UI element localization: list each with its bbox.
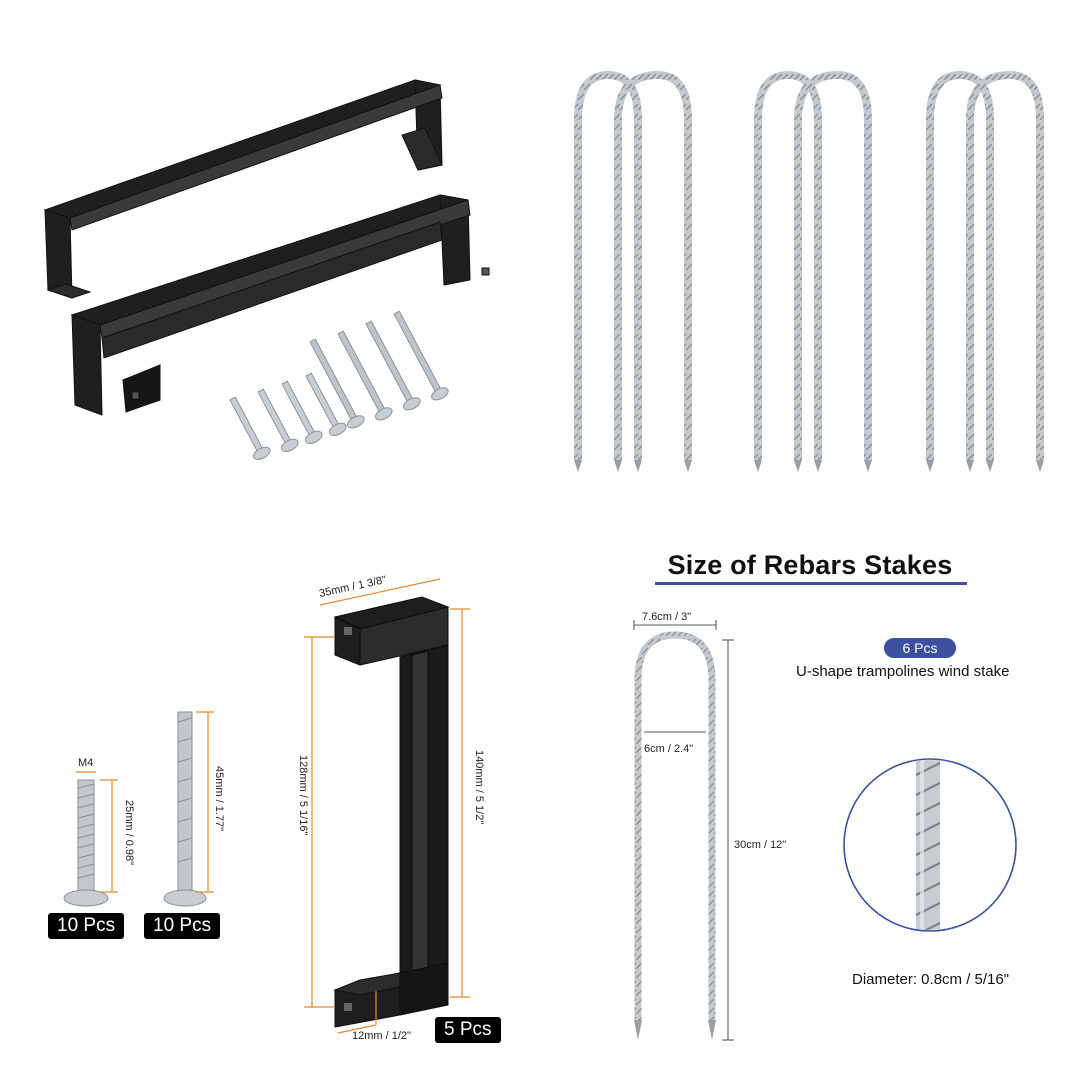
product-photo-stakes: [560, 60, 1060, 480]
rebar-closeup: [840, 755, 1020, 935]
rebar-stake-image: [574, 70, 1044, 472]
product-photo-handles: [20, 40, 520, 480]
rebar-closeup-image: [843, 758, 1017, 932]
handle-dimension-diagram: 35mm / 1 3/8" 128mm / 5 1/16" 140mm / 5 …: [280, 575, 510, 1045]
stake-section-title: Size of Rebars Stakes: [667, 550, 953, 580]
handle-width-dim: 12mm / 1/2": [352, 1030, 411, 1042]
long-screws-qty-badge: 10 Pcs: [144, 913, 221, 939]
stake-diameter: Diameter: 0.8cm / 5/16": [852, 971, 1010, 988]
short-screw-length: 25mm / 0.98": [123, 800, 135, 865]
stake-description: U-shape trampolines wind stake: [796, 663, 1010, 680]
cabinet-handle-image: 35mm / 1 3/8" 128mm / 5 1/16" 140mm / 5 …: [297, 575, 485, 1042]
handle-length-dim: 140mm / 5 1/2": [473, 750, 485, 824]
rebar-stake-image: 7.6cm / 3" 6cm / 2.4" 30cm / 12": [633, 611, 786, 1041]
m4-label: M4: [78, 757, 93, 769]
cabinet-handle-image: [43, 79, 490, 460]
screw-dimension-diagram: M4 25mm / 0.98" 45mm / 1.77": [40, 700, 250, 950]
stake-inner-width: 6cm / 2.4": [644, 743, 693, 755]
stake-top-width: 7.6cm / 3": [642, 611, 691, 623]
title-underline: [655, 582, 967, 585]
mounting-screw-image: M4 25mm / 0.98" 45mm / 1.77": [63, 711, 225, 907]
handle-depth-dim: 35mm / 1 3/8": [318, 575, 387, 600]
stake-dimension-diagram: 7.6cm / 3" 6cm / 2.4" 30cm / 12": [600, 600, 800, 1050]
handles-qty-badge: 5 Pcs: [435, 1017, 501, 1043]
hole-spacing-dim: 128mm / 5 1/16": [297, 755, 309, 835]
short-screws-qty-badge: 10 Pcs: [48, 913, 125, 939]
stake-length: 30cm / 12": [734, 839, 786, 851]
long-screw-length: 45mm / 1.77": [213, 766, 225, 831]
stake-qty-pill: 6 Pcs: [884, 638, 956, 658]
